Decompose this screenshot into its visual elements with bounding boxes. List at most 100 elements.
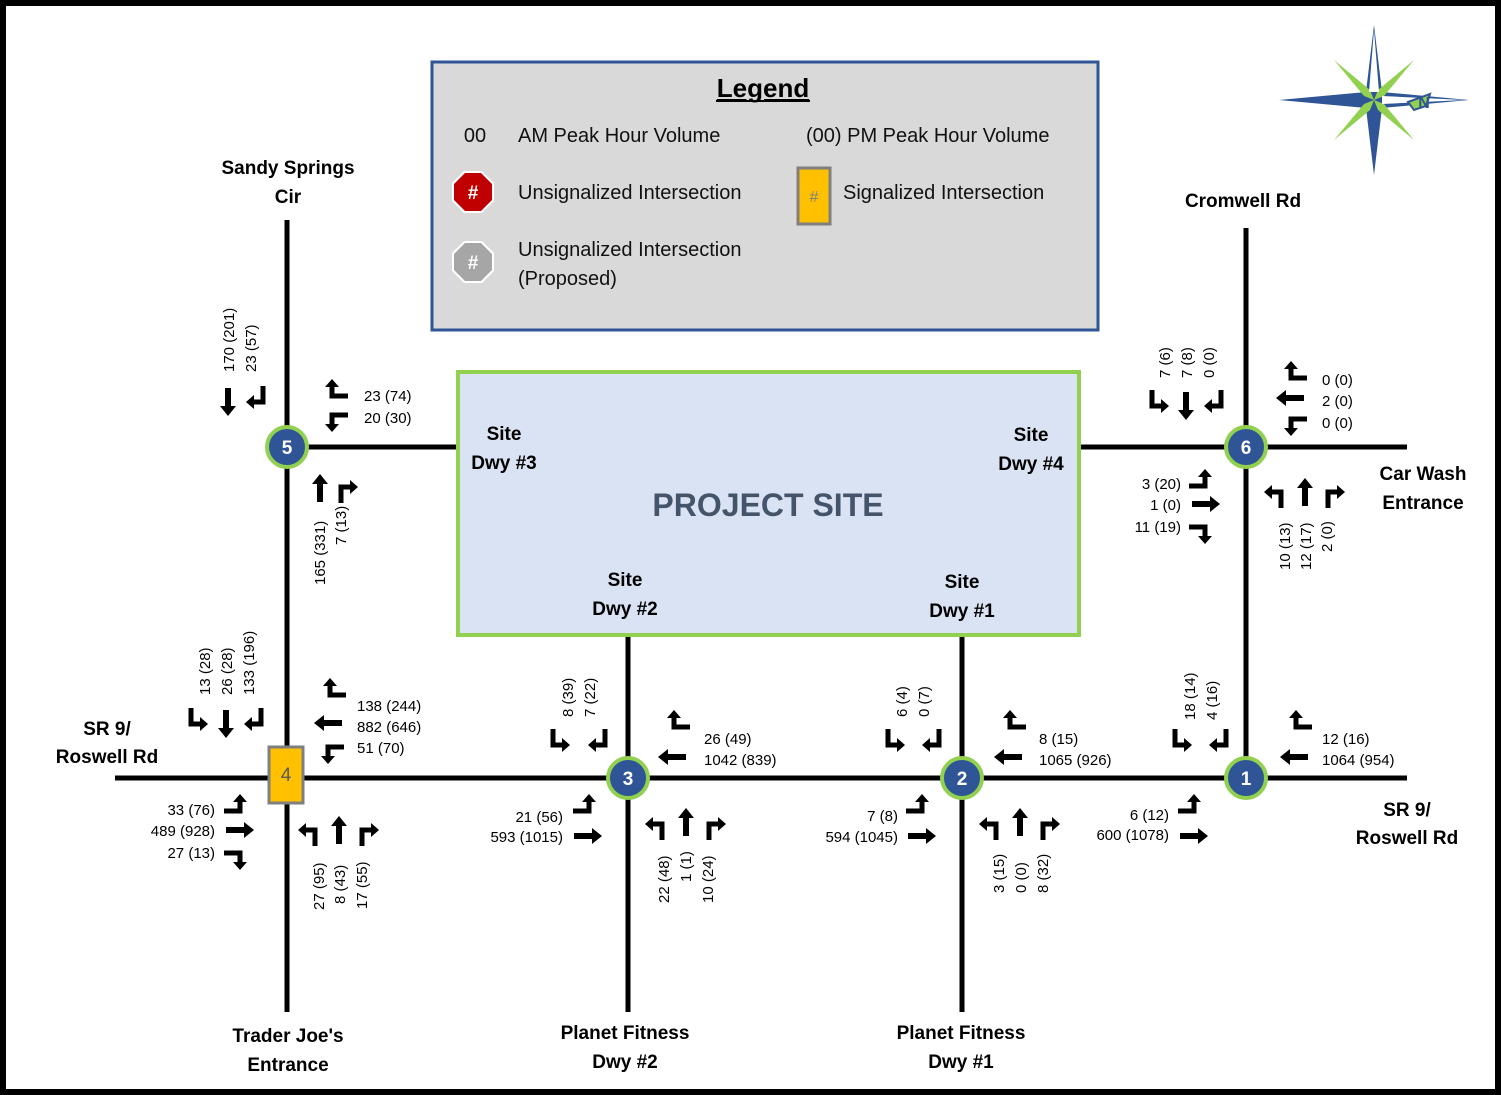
arrow-icon [1180, 828, 1208, 844]
intersection-1-node[interactable]: 1 [1224, 756, 1268, 800]
volume-label: 6 (4) [894, 686, 911, 717]
svg-text:5: 5 [282, 438, 293, 459]
intersection-2-node[interactable]: 2 [940, 756, 984, 800]
intersection-3-node[interactable]: 3 [606, 756, 650, 800]
volume-label: 23 (57) [243, 324, 260, 372]
svg-text:3: 3 [623, 769, 634, 790]
volume-label: 8 (39) [560, 678, 577, 717]
legend: Legend 00 AM Peak Hour Volume (00) PM Pe… [430, 60, 1100, 332]
arrow-icon [1328, 485, 1345, 508]
volume-label: 882 (646) [357, 719, 421, 736]
site-dwy4-label-1: Site [1014, 425, 1049, 446]
arrow-icon [709, 817, 726, 840]
volume-label: 0 (7) [916, 686, 933, 717]
arrow-icon [1209, 729, 1226, 752]
arrow-icon [1178, 794, 1201, 811]
svg-text:#: # [810, 189, 819, 206]
volume-label: 1042 (839) [704, 752, 777, 769]
site-dwy4-label-2: Dwy #4 [998, 454, 1064, 475]
intersection-5-movements: 170 (201) 23 (57) 23 (74) 20 (30) 165 (3… [220, 308, 412, 585]
volume-label: 1 (0) [1150, 497, 1181, 514]
road-pf-dwy2-2: Dwy #2 [592, 1052, 657, 1073]
volume-label: 170 (201) [221, 308, 238, 372]
arrow-icon [244, 708, 261, 731]
arrow-icon [573, 794, 596, 811]
arrow-icon [312, 474, 328, 502]
arrow-icon [314, 715, 342, 731]
site-dwy2-label-2: Dwy #2 [592, 599, 657, 620]
project-site: PROJECT SITE Site Dwy #3 Site Dwy #4 Sit… [456, 370, 1081, 637]
stop-gray-icon: # [452, 241, 494, 283]
arrow-icon [224, 853, 247, 870]
intersection-6-node[interactable]: 6 [1224, 425, 1268, 469]
volume-label: 26 (49) [704, 731, 752, 748]
road-pf-dwy1-1: Planet Fitness [897, 1023, 1026, 1044]
intersection-2-movements: 6 (4) 0 (7) 8 (15) 1065 (926) 7 (8) 594 … [825, 686, 1111, 893]
volume-label: 10 (13) [1277, 522, 1294, 570]
arrow-icon [325, 415, 348, 432]
volume-label: 7 (8) [1179, 347, 1196, 378]
volume-label: 3 (20) [1142, 476, 1181, 493]
arrow-icon [1264, 485, 1281, 508]
intersection-5-node[interactable]: 5 [265, 425, 309, 469]
arrow-icon [341, 480, 358, 503]
arrow-icon [224, 794, 247, 811]
arrow-icon [1204, 390, 1221, 413]
road-trader-joes-1: Trader Joe's [232, 1026, 343, 1047]
volume-label: 8 (15) [1039, 731, 1078, 748]
arrow-icon [325, 379, 348, 396]
volume-label: 23 (74) [364, 388, 412, 405]
arrow-icon [220, 388, 236, 416]
arrow-icon [1284, 419, 1307, 436]
project-site-title: PROJECT SITE [652, 487, 883, 523]
arrow-icon [658, 749, 686, 765]
arrow-icon [323, 678, 346, 695]
arrow-icon [994, 749, 1022, 765]
arrow-icon [1043, 817, 1060, 840]
volume-label: 21 (56) [515, 809, 563, 826]
site-dwy1-label-1: Site [945, 572, 980, 593]
arrow-icon [906, 794, 929, 811]
arrow-icon [1280, 749, 1308, 765]
arrow-icon [979, 817, 996, 840]
arrow-icon [1289, 710, 1312, 727]
arrow-icon [191, 708, 208, 731]
volume-label: 7 (6) [1157, 347, 1174, 378]
legend-box [430, 60, 1100, 332]
legend-am-symbol: 00 [464, 125, 486, 147]
volume-label: 1064 (954) [1322, 752, 1395, 769]
volume-label: 593 (1015) [490, 829, 563, 846]
site-dwy1-label-2: Dwy #1 [929, 601, 995, 622]
intersection-4-signal[interactable]: 4 [267, 745, 305, 805]
arrow-icon [321, 747, 344, 764]
volume-label: 7 (13) [333, 506, 350, 545]
arrow-icon [908, 828, 936, 844]
svg-text:2: 2 [957, 769, 968, 790]
volume-label: 165 (331) [312, 521, 329, 585]
road-sandy-springs-2: Cir [275, 187, 302, 208]
arrow-icon [298, 823, 315, 846]
arrow-icon [645, 817, 662, 840]
volume-label: 17 (55) [354, 861, 371, 909]
volume-label: 27 (13) [167, 845, 215, 862]
volume-label: 1 (1) [678, 851, 695, 882]
arrow-icon [1192, 496, 1220, 512]
site-dwy3-label-2: Dwy #3 [471, 453, 536, 474]
road-pf-dwy1-2: Dwy #1 [928, 1052, 994, 1073]
volume-label: 6 (12) [1130, 807, 1169, 824]
legend-signalized-label: Signalized Intersection [843, 182, 1044, 204]
intersection-3-movements: 8 (39) 7 (22) 26 (49) 1042 (839) 21 (56)… [490, 678, 776, 903]
volume-label: 18 (14) [1182, 672, 1199, 720]
svg-text:N: N [1418, 95, 1430, 112]
volume-label: 26 (28) [219, 647, 236, 695]
arrow-icon [1012, 808, 1028, 836]
arrow-icon [1178, 392, 1194, 420]
road-trader-joes-2: Entrance [247, 1055, 328, 1076]
road-sr9-east-1: SR 9/ [1383, 800, 1431, 821]
site-dwy2-label-1: Site [608, 570, 643, 591]
legend-unsignalized-label: Unsignalized Intersection [518, 182, 741, 204]
volume-label: 1065 (926) [1039, 752, 1112, 769]
volume-label: 0 (0) [1322, 372, 1353, 389]
arrow-icon [246, 386, 263, 409]
road-sr9-west-1: SR 9/ [83, 719, 131, 740]
